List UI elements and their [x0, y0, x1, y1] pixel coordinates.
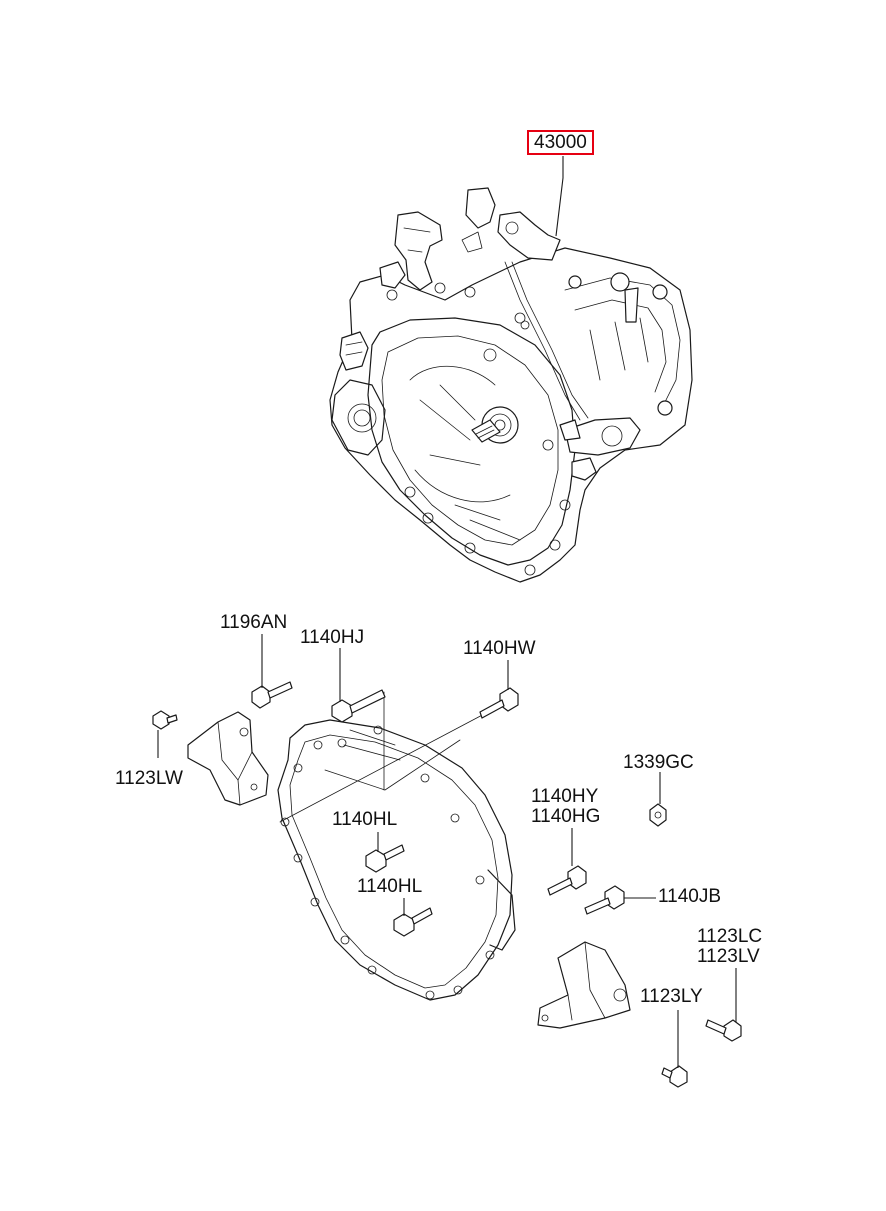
part-label-43000[interactable]: 43000	[527, 130, 594, 155]
bolt-1123LY[interactable]	[661, 1065, 688, 1088]
part-label-1123LW[interactable]: 1123LW	[115, 768, 183, 789]
part-label-1123LC[interactable]: 1123LC	[697, 926, 763, 947]
bolt-1123LW[interactable]	[152, 710, 178, 730]
bolt-1140HL-upper[interactable]	[365, 844, 405, 873]
part-label-1123LY[interactable]: 1123LY	[640, 986, 703, 1007]
bolt-1123LC-LV[interactable]	[705, 1019, 742, 1042]
part-label-1140HJ[interactable]: 1140HJ	[300, 627, 365, 648]
bolt-1140HW[interactable]	[479, 687, 519, 719]
part-label-1123LV[interactable]: 1123LV	[697, 946, 760, 967]
right-lower-bracket[interactable]	[537, 941, 631, 1029]
nut-1339GC[interactable]	[649, 803, 667, 827]
part-label-1140HW[interactable]: 1140HW	[463, 638, 536, 659]
left-bracket[interactable]	[187, 711, 269, 806]
housing-cover[interactable]	[277, 719, 516, 1001]
part-label-1140JB[interactable]: 1140JB	[658, 886, 722, 907]
bolt-1196AN[interactable]	[251, 681, 293, 709]
bolt-1140HY-HG[interactable]	[547, 865, 587, 896]
part-label-1140HL-lower[interactable]: 1140HL	[357, 876, 423, 897]
bolt-1140HL-lower[interactable]	[393, 907, 433, 937]
part-label-1339GC[interactable]: 1339GC	[623, 752, 694, 773]
transaxle-assembly[interactable]	[329, 187, 693, 583]
part-label-1196AN[interactable]: 1196AN	[220, 612, 288, 633]
bolt-1140JB[interactable]	[584, 885, 625, 915]
bolt-1140HJ[interactable]	[331, 689, 386, 723]
part-label-1140HG[interactable]: 1140HG	[531, 806, 601, 827]
part-label-1140HL-upper[interactable]: 1140HL	[332, 809, 398, 830]
part-label-1140HY[interactable]: 1140HY	[531, 786, 599, 807]
